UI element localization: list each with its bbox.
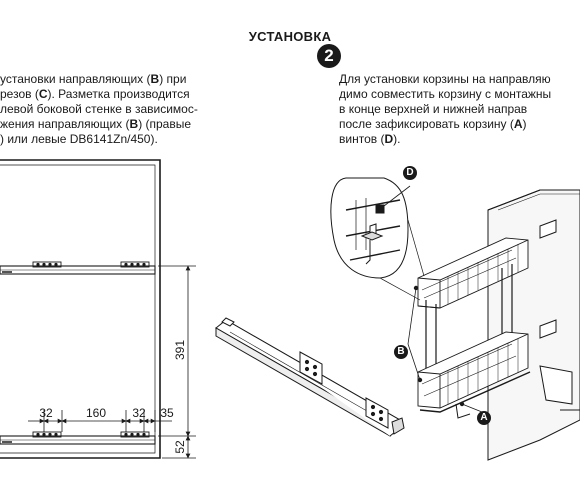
step-number-badge: 2 — [317, 44, 341, 68]
dimension-52: 52 — [173, 440, 187, 454]
upper-rail — [0, 261, 156, 275]
guide-rail-illustration — [215, 317, 405, 437]
dimension-32-right: 32 — [132, 406, 146, 420]
vertical-dimensions — [158, 265, 196, 459]
screw-detail-callout — [330, 177, 425, 301]
side-panel-drawing — [0, 159, 196, 459]
left-line-2: резов (C). Разметка производится — [0, 87, 190, 101]
dimension-32-left: 32 — [39, 406, 53, 420]
right-line-3: в конце верхней и нижней направ — [339, 102, 528, 116]
dimension-35: 35 — [160, 406, 174, 420]
dimension-160: 160 — [86, 406, 106, 420]
right-line-5: винтов (D). — [339, 132, 401, 146]
right-line-2: димо совместить корзину с монтажны — [339, 87, 552, 101]
right-instruction-text: Для установки корзины на направляю димо … — [339, 72, 551, 147]
section-title: УСТАНОВКА — [248, 29, 332, 44]
left-line-1: установки направляющих (B) при — [0, 72, 187, 86]
callout-b: B — [394, 345, 408, 359]
left-line-3: левой боковой стенке в зависимос- — [0, 102, 198, 116]
dimension-391: 391 — [173, 340, 187, 360]
callout-leaders — [383, 185, 483, 413]
callout-d: D — [403, 166, 417, 180]
right-line-4: после зафиксировать корзину (A) — [339, 117, 527, 131]
left-instruction-text: установки направляющих (B) при резов (C)… — [0, 72, 198, 147]
left-line-4: жения направляющих (B) (правые — [0, 117, 192, 131]
callout-a: A — [477, 411, 491, 425]
wire-basket — [417, 237, 531, 419]
horizontal-dimensions — [28, 410, 172, 432]
left-line-5: ) или левые DB6141Zn/450). — [0, 132, 158, 146]
right-line-1: Для установки корзины на направляю — [339, 72, 551, 86]
lower-rail — [0, 431, 156, 445]
